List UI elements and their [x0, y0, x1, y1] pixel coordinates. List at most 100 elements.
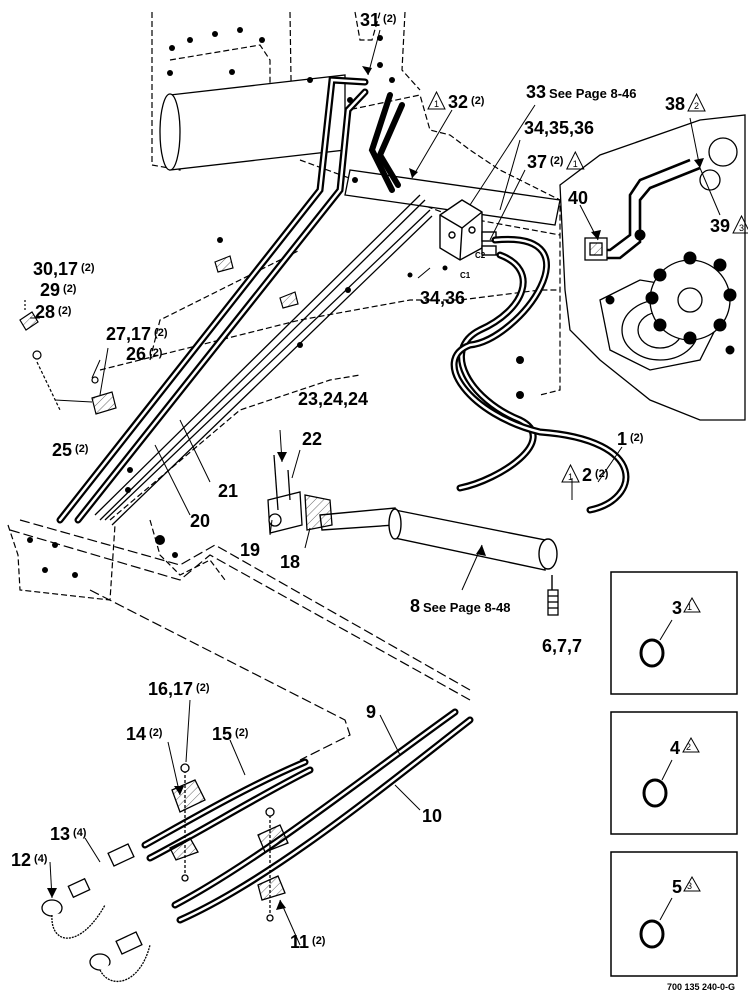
- callout-29: 29(2): [40, 280, 77, 300]
- callout-number: 6,7,7: [542, 636, 582, 656]
- callout-quantity: (2): [312, 935, 326, 947]
- callout-quantity: (2): [235, 727, 249, 739]
- note-number: 3: [739, 223, 744, 233]
- note-triangle: [732, 214, 748, 234]
- callout-6-7-7: 6,7,7: [542, 636, 582, 656]
- callout-number: 9: [366, 702, 376, 722]
- callout-quantity: (2): [63, 283, 77, 295]
- callout-quantity: (4): [73, 827, 87, 839]
- callout-number: 16,17: [148, 679, 193, 699]
- inset-5-number: 5: [672, 877, 682, 897]
- hose-pair-upper-31: [56, 76, 405, 524]
- callout-34-36: 34,36: [420, 288, 465, 308]
- callout-19: 19: [240, 540, 260, 560]
- callout-13: 13(4): [50, 824, 87, 844]
- callout-number: 18: [280, 552, 300, 572]
- callout-25: 25(2): [52, 440, 89, 460]
- callout-number: 29: [40, 280, 60, 300]
- port-label-c1: C1: [460, 271, 471, 280]
- callout-number: 26: [126, 344, 146, 364]
- drive-sprocket-bolts: [605, 229, 737, 355]
- callout-quantity: (2): [471, 95, 485, 107]
- callout-number: 14: [126, 724, 146, 744]
- callout-quantity: (2): [81, 262, 95, 274]
- callout-quantity: (2): [58, 305, 72, 317]
- callout-18: 18: [280, 552, 300, 572]
- callout-14: 14(2): [126, 724, 163, 744]
- note-triangle: [561, 463, 580, 483]
- callout-number: 31: [360, 10, 380, 30]
- hose-pair-lower-9-10: [171, 708, 474, 924]
- inset-4-note: 2: [686, 742, 691, 752]
- callout-number: 34,36: [420, 288, 465, 308]
- callout-37: 37(2): [527, 152, 564, 172]
- hose-1-pair: [450, 235, 630, 514]
- callout-26: 26(2): [126, 344, 163, 364]
- frame-bolt-holes: [27, 27, 583, 578]
- callout-number: 11: [290, 932, 309, 952]
- callout-quantity: (4): [34, 853, 48, 865]
- tubes-20-21: [94, 194, 433, 526]
- callout-number: 34,35,36: [524, 118, 594, 138]
- callout-9: 9: [366, 702, 376, 722]
- cylinder-clevis-18-19: [267, 454, 333, 534]
- callout-quantity: (2): [383, 13, 397, 25]
- inset-3-note: 1: [687, 602, 692, 612]
- inset-4-number: 4: [670, 738, 680, 758]
- callout-10: 10: [422, 806, 442, 826]
- callout-quantity: (2): [75, 443, 89, 455]
- inset-panel-3: 3 1: [610, 571, 738, 695]
- inset-3-number: 3: [672, 598, 682, 618]
- callout-number: 13: [50, 824, 70, 844]
- dashed-routing-line: [9, 519, 471, 761]
- callout-number: 25: [52, 440, 72, 460]
- leader-arrowheads: [47, 66, 704, 910]
- note-triangle: [566, 150, 585, 170]
- inset-5-note: 3: [687, 881, 692, 891]
- callout-number: 38: [665, 94, 685, 114]
- callout-number: 23,24,24: [298, 389, 368, 409]
- callout-2: 2(2): [582, 465, 609, 485]
- callout-number: 30,17: [33, 259, 78, 279]
- callout-34-35-36: 34,35,36: [524, 118, 594, 138]
- callout-32: 32(2): [448, 92, 485, 112]
- note-number: 1: [434, 99, 439, 109]
- hydraulic-cylinder: [319, 507, 558, 595]
- callout-number: 12: [11, 850, 31, 870]
- callout-quantity: (2): [149, 727, 163, 739]
- note-triangle: [427, 90, 446, 110]
- callout-16-17: 16,17(2): [148, 679, 210, 699]
- callout-quantity: (2): [149, 347, 163, 359]
- callout-21: 21: [218, 481, 238, 501]
- tube-bracket-40: [584, 237, 608, 261]
- callout-number: 22: [302, 429, 322, 449]
- callout-number: 28: [35, 302, 55, 322]
- callout-12: 12(4): [11, 850, 48, 870]
- callout-23-24-24: 23,24,24: [298, 389, 368, 409]
- callout-number: 2: [582, 465, 592, 485]
- callout-1: 1(2): [617, 429, 644, 449]
- callout-22: 22: [302, 429, 322, 449]
- callout-27-17: 27,17(2): [106, 324, 168, 344]
- callout-quantity: (2): [630, 432, 644, 444]
- callout-number: 32: [448, 92, 468, 112]
- callout-40: 40: [568, 188, 588, 208]
- drive-gearbox-assembly: [559, 114, 746, 421]
- callout-15: 15(2): [212, 724, 249, 744]
- callout-30-17: 30,17(2): [33, 259, 95, 279]
- callout-quantity: (2): [595, 468, 609, 480]
- valve-port-labels: C2 C1: [460, 251, 486, 280]
- callout-number: 40: [568, 188, 588, 208]
- callout-number: 33: [526, 82, 546, 102]
- callout-number: 37: [527, 152, 547, 172]
- callout-31: 31(2): [360, 10, 397, 30]
- note-number: 2: [694, 101, 699, 111]
- callout-page-reference: See Page 8-46: [549, 86, 636, 101]
- note-number: 1: [568, 472, 573, 482]
- callout-number: 21: [218, 481, 238, 501]
- callout-28: 28(2): [35, 302, 72, 322]
